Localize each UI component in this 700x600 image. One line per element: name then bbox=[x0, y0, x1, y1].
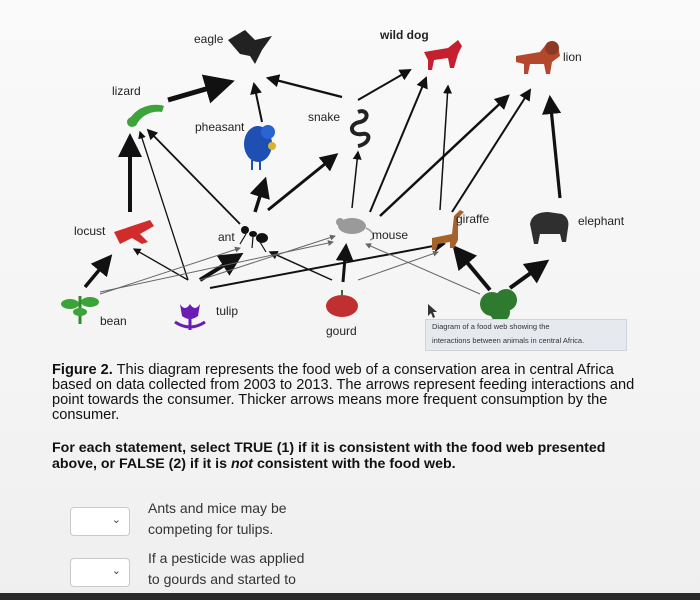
label-elephant: elephant bbox=[578, 214, 625, 228]
arrow-bean-mouse bbox=[99, 240, 334, 293]
label-tulip: tulip bbox=[216, 304, 239, 318]
statement-1-line-1: Ants and mice may be bbox=[148, 500, 287, 516]
label-bean: bean bbox=[100, 314, 127, 328]
label-lizard: lizard bbox=[112, 84, 141, 98]
arrow-shrub-giraffe bbox=[452, 244, 492, 292]
locust-icon bbox=[114, 220, 154, 244]
label-lion: lion bbox=[563, 50, 582, 64]
arrow-bean-locust bbox=[83, 254, 113, 289]
arrow-giraffe-wilddog bbox=[439, 84, 453, 211]
pheasant-icon bbox=[244, 125, 276, 170]
arrow-mouse-lion bbox=[379, 94, 510, 217]
label-snake: snake bbox=[308, 110, 341, 124]
label-pheasant: pheasant bbox=[195, 120, 245, 134]
label-ant: ant bbox=[218, 230, 235, 244]
label-gourd: gourd bbox=[326, 324, 357, 338]
arrow-tulip-giraffe bbox=[209, 239, 446, 289]
gourd-icon bbox=[326, 290, 358, 317]
snake-icon bbox=[350, 109, 371, 148]
wild-dog-icon bbox=[424, 40, 462, 70]
shrub-icon bbox=[480, 289, 517, 322]
lizard-icon bbox=[127, 104, 164, 127]
arrow-bean-ant bbox=[99, 246, 241, 295]
food-web-diagram: eagle wild dog lion lizard pheasant snak… bbox=[40, 12, 660, 357]
statement-2-line-1: If a pesticide was applied bbox=[148, 550, 305, 566]
instructions-part2: consistent with the food web. bbox=[253, 455, 456, 472]
arrow-shrub-elephant bbox=[508, 259, 550, 290]
bean-icon bbox=[61, 296, 99, 324]
arrow-elephant-lion bbox=[542, 94, 562, 199]
eagle-icon bbox=[228, 30, 272, 64]
arrow-ant-lizard bbox=[146, 128, 241, 225]
diagram-caption: Diagram of a food web showing the intera… bbox=[425, 319, 627, 351]
giraffe-icon bbox=[432, 210, 464, 250]
instructions-part1: For each statement, select TRUE (1) if i… bbox=[52, 440, 606, 472]
label-wild-dog: wild dog bbox=[380, 28, 429, 42]
figure-caption: Figure 2. This diagram represents the fo… bbox=[52, 363, 652, 423]
arrow-mouse-wilddog bbox=[369, 76, 428, 213]
statement-2-dropdown[interactable]: ⌄ bbox=[70, 558, 130, 587]
label-giraffe: giraffe bbox=[456, 212, 490, 226]
arrow-tulip-lizard bbox=[138, 130, 189, 281]
arrow-tulip-ant bbox=[198, 252, 244, 282]
statement-2: If a pesticide was applied to gourds and… bbox=[148, 548, 448, 590]
cursor-icon bbox=[428, 304, 437, 318]
statement-1-line-2: competing for tulips. bbox=[148, 521, 274, 537]
food-web-svg bbox=[61, 30, 569, 330]
food-web-arrows bbox=[83, 69, 562, 295]
statement-1: Ants and mice may be competing for tulip… bbox=[148, 498, 448, 540]
instructions-emphasis: not bbox=[230, 455, 254, 472]
label-eagle: eagle bbox=[194, 32, 224, 46]
arrow-mouse-snake bbox=[351, 150, 362, 209]
arrow-gourd-mouse bbox=[335, 243, 354, 283]
statement-2-line-2: to gourds and started to bbox=[148, 571, 296, 587]
elephant-icon bbox=[530, 212, 569, 244]
diagram-caption-line-2: interactions between animals in central … bbox=[432, 336, 585, 345]
arrow-lizard-eagle bbox=[167, 74, 235, 104]
bottom-edge bbox=[0, 593, 700, 600]
arrow-ant-snake bbox=[267, 153, 339, 212]
label-locust: locust bbox=[74, 224, 106, 238]
chevron-down-icon: ⌄ bbox=[111, 514, 121, 526]
diagram-caption-line-1: Diagram of a food web showing the bbox=[432, 322, 550, 331]
arrow-pheasant-eagle bbox=[250, 82, 263, 123]
figure-caption-text: This diagram represents the food web of … bbox=[52, 362, 635, 423]
arrow-gourd-ant bbox=[268, 250, 333, 281]
figure-label: Figure 2. bbox=[52, 362, 113, 378]
mouse-icon bbox=[336, 218, 375, 241]
statement-1-dropdown[interactable]: ⌄ bbox=[70, 507, 130, 536]
label-mouse: mouse bbox=[372, 228, 409, 242]
arrow-shrub-mouse bbox=[365, 243, 481, 295]
instructions: For each statement, select TRUE (1) if i… bbox=[52, 440, 652, 472]
lion-icon bbox=[516, 41, 560, 74]
arrow-tulip-mouse bbox=[199, 234, 336, 281]
ant-icon bbox=[239, 226, 268, 253]
arrow-ant-pheasant bbox=[249, 176, 270, 213]
tulip-icon bbox=[174, 304, 206, 330]
arrow-gourd-giraffe bbox=[357, 250, 439, 281]
arrow-snake-wilddog bbox=[357, 69, 412, 101]
chevron-down-icon: ⌄ bbox=[111, 565, 121, 577]
arrow-snake-eagle bbox=[265, 74, 343, 99]
arrow-giraffe-lion bbox=[451, 88, 532, 213]
